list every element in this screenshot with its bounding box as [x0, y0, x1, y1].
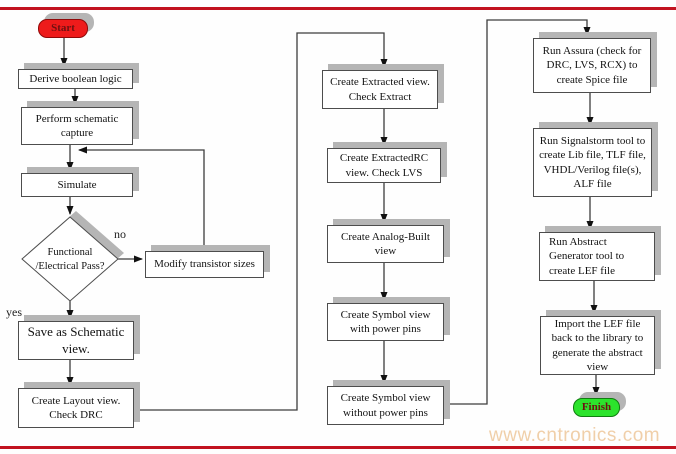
node-modify-transistor-sizes: Modify transistor sizes — [145, 251, 264, 278]
decision-diamond-shape — [21, 216, 119, 302]
node-finish: Finish — [573, 398, 620, 417]
node-create-extracted-view: Create Extracted view. Check Extract — [322, 70, 438, 109]
node-save-as-schematic-view: Save as Schematic view. — [18, 321, 134, 360]
node-run-abstract-generator: Run Abstract Generator tool to create LE… — [539, 232, 655, 281]
node-run-assura: Run Assura (check for DRC, LVS, RCX) to … — [533, 38, 651, 93]
node-simulate: Simulate — [21, 173, 133, 197]
node-perform-schematic-capture: Perform schematic capture — [21, 107, 133, 145]
node-create-extractedrc-view: Create ExtractedRC view. Check LVS — [327, 148, 441, 183]
bottom-border-line — [0, 446, 676, 449]
node-import-lef-file: Import the LEF file back to the library … — [540, 316, 655, 375]
node-create-analog-built-view: Create Analog-Built view — [327, 225, 444, 263]
edge-label-no: no — [114, 227, 126, 241]
edge-modify-feedback-to-simulate — [78, 146, 205, 251]
node-create-symbol-view-without-power-pins: Create Symbol view without power pins — [327, 386, 444, 425]
edge-layout-to-extracted — [134, 32, 388, 411]
decision-diamond — [21, 211, 124, 302]
node-create-symbol-view-with-power-pins: Create Symbol view with power pins — [327, 303, 444, 341]
node-create-layout-view: Create Layout view. Check DRC — [18, 388, 134, 428]
node-start: Start — [38, 19, 88, 38]
edge-label-yes: yes — [6, 305, 22, 319]
top-border-line — [0, 7, 676, 10]
edge-symbolwithout-to-assura — [444, 19, 591, 405]
node-run-signalstorm: Run Signalstorm tool to create Lib file,… — [533, 128, 652, 197]
decision-label: Functional /Electrical Pass? — [35, 246, 105, 272]
watermark: www.cntronics.com — [489, 425, 661, 446]
node-derive-boolean-logic: Derive boolean logic — [18, 69, 133, 89]
